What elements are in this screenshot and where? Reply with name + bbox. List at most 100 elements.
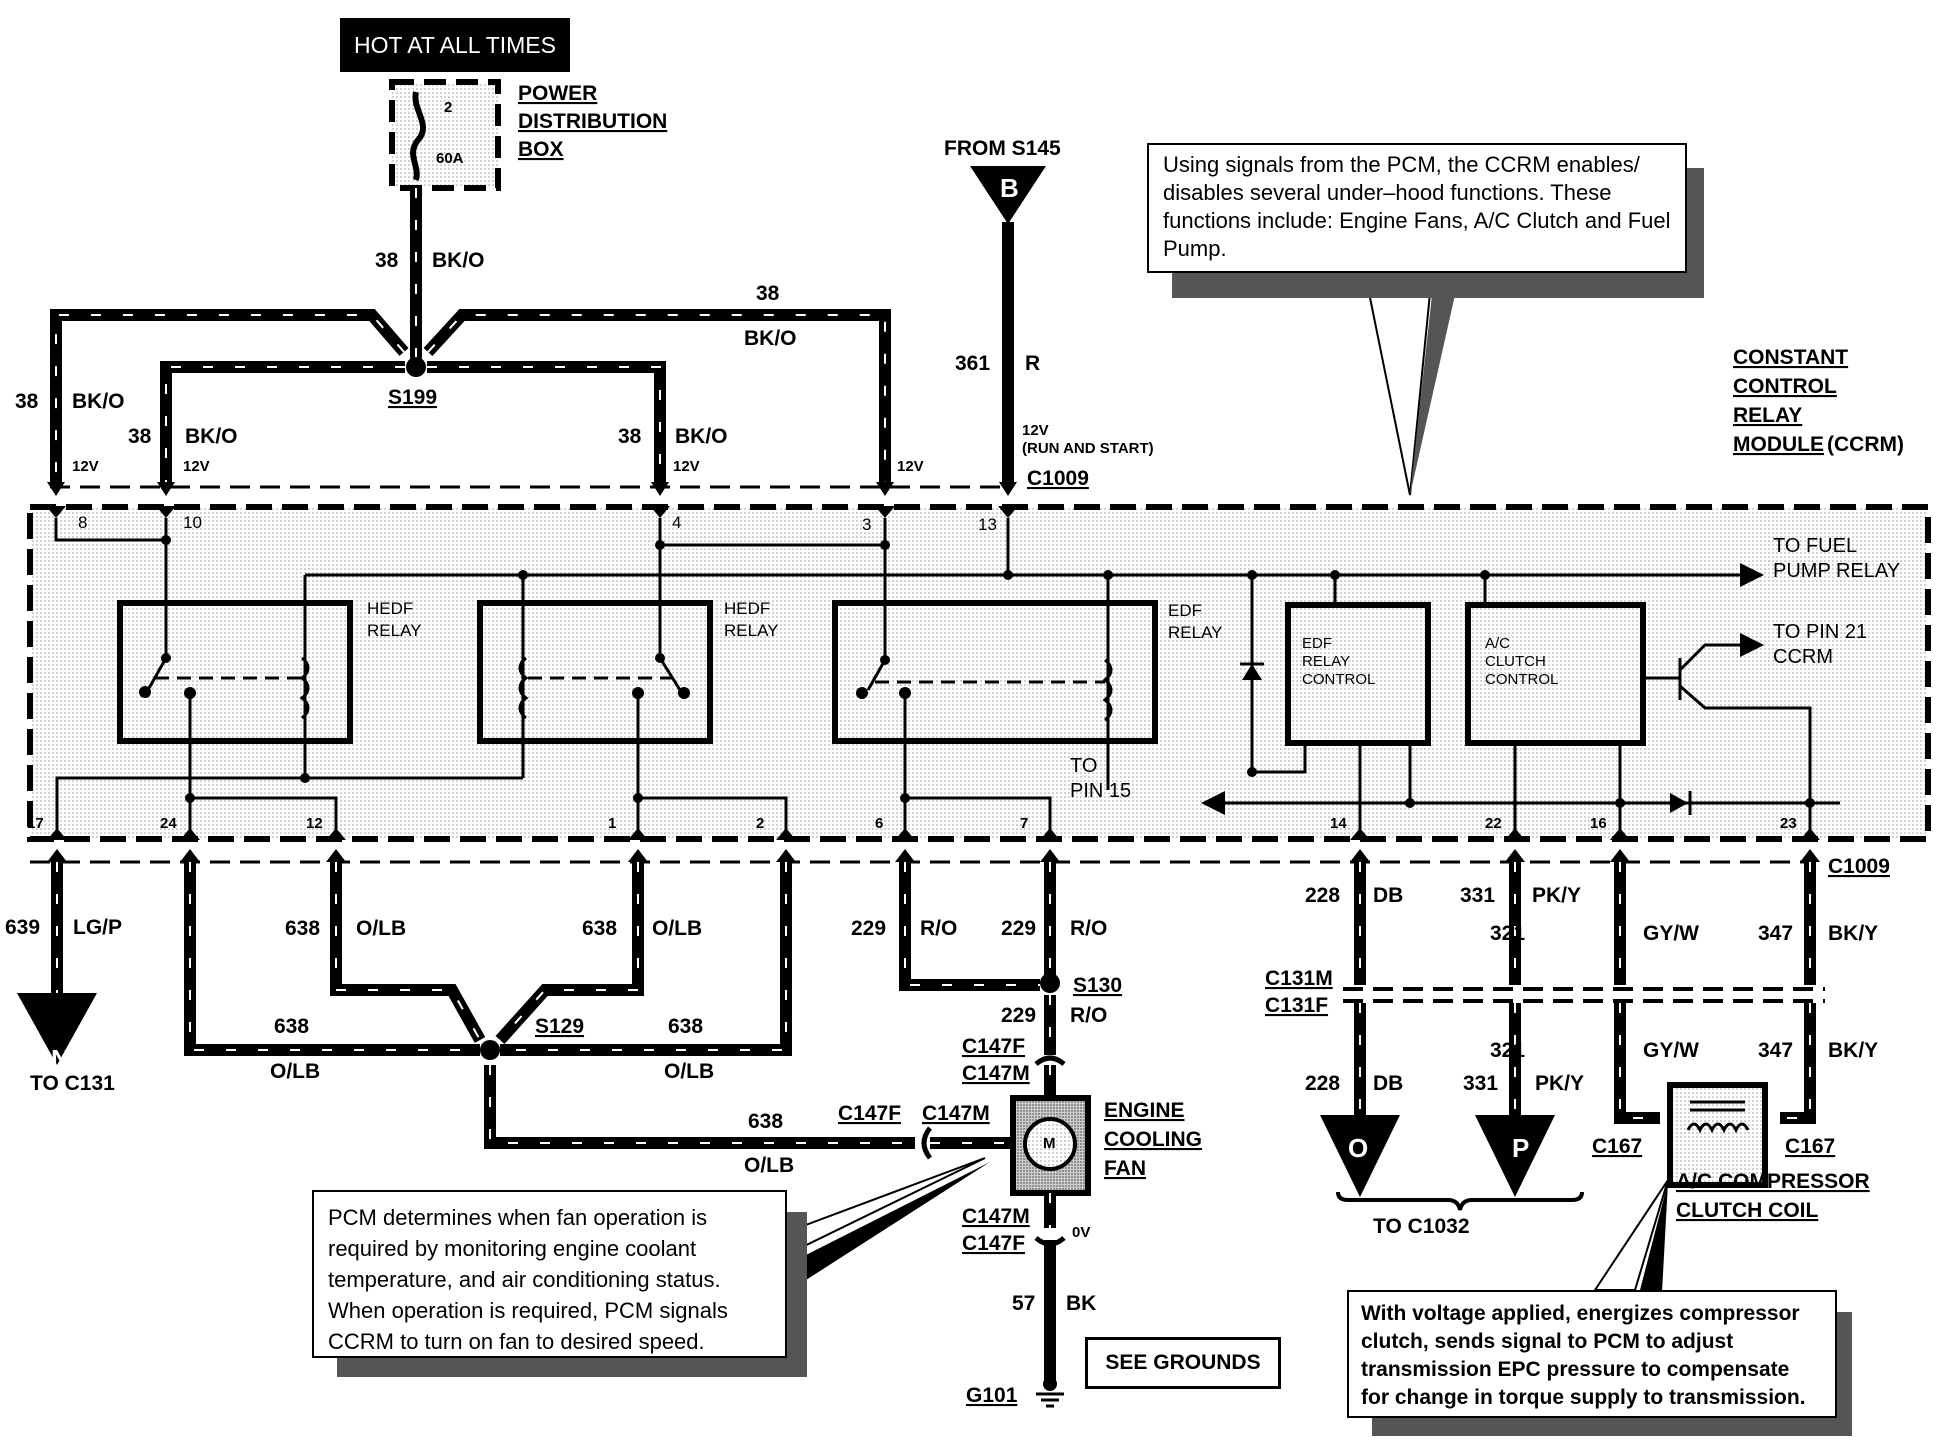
w639-circuit: 639 bbox=[5, 916, 40, 939]
edf-relay bbox=[832, 600, 1158, 744]
to-pin15-2: PIN 15 bbox=[1070, 780, 1131, 802]
w229-c-circuit: 229 bbox=[1001, 1004, 1036, 1027]
clutch-note-pointer-shadow bbox=[1640, 1182, 1668, 1292]
to-fuel-pump-1: TO FUEL bbox=[1773, 535, 1857, 557]
w228-a-circuit: 228 bbox=[1305, 884, 1340, 907]
pin-terminal bbox=[46, 506, 66, 518]
pw8-color: BK/O bbox=[72, 390, 125, 413]
top-right-color: BK/O bbox=[744, 327, 797, 350]
pw10-voltage: 12V bbox=[183, 458, 210, 475]
ccrm-abbrev: (CCRM) bbox=[1827, 433, 1904, 456]
w347-a-color: BK/Y bbox=[1828, 922, 1878, 945]
c147f-side: C147F bbox=[838, 1102, 901, 1125]
pin-terminal bbox=[1610, 828, 1630, 840]
c167-left: C167 bbox=[1592, 1135, 1642, 1158]
relay1-label-2: RELAY bbox=[367, 621, 422, 640]
harness-arrow bbox=[326, 849, 346, 862]
pin-terminal bbox=[628, 828, 648, 840]
motor-icon bbox=[1023, 1117, 1077, 1171]
w638-c-color: O/LB bbox=[270, 1060, 320, 1083]
wire-638-pin24 bbox=[184, 862, 480, 1056]
ccrm-note: Using signals from the PCM, the CCRM ena… bbox=[1147, 143, 1687, 273]
ac-control-label-2: CLUTCH bbox=[1485, 653, 1546, 670]
junction-dot bbox=[880, 655, 890, 665]
wire-638-pin12 bbox=[330, 862, 486, 1043]
pin-terminal bbox=[180, 828, 200, 840]
harness-arrow bbox=[895, 849, 915, 862]
wire-638-pin1 bbox=[495, 862, 644, 1045]
edf-relay-control bbox=[1285, 602, 1431, 746]
see-grounds-button[interactable]: SEE GROUNDS bbox=[1085, 1337, 1281, 1389]
fan-title-2: COOLING bbox=[1104, 1128, 1202, 1151]
compressor-title-2: CLUTCH COIL bbox=[1676, 1199, 1818, 1222]
pin-13: 13 bbox=[978, 515, 997, 534]
w638-b-circuit: 638 bbox=[582, 917, 617, 940]
c147-connector-icon bbox=[921, 1126, 933, 1160]
to-pin21-2: CCRM bbox=[1773, 646, 1833, 668]
fan-note: PCM determines when fan operation is req… bbox=[312, 1190, 787, 1358]
edf-control-label-2: RELAY bbox=[1302, 653, 1350, 670]
ccrm-title-2: CONTROL bbox=[1733, 375, 1837, 398]
harness-arrow bbox=[47, 849, 67, 862]
w638-e-circuit: 638 bbox=[748, 1110, 783, 1133]
relay2-label-2: RELAY bbox=[724, 621, 779, 640]
w229-a-circuit: 229 bbox=[851, 917, 886, 940]
splice-s129: S129 bbox=[535, 1015, 584, 1038]
wire-arrow-tip bbox=[651, 482, 669, 496]
ccrm-module-background bbox=[30, 507, 1928, 839]
ccrm-title-1: CONSTANT bbox=[1733, 346, 1848, 369]
w229-b-circuit: 229 bbox=[1001, 917, 1036, 940]
clutch-note: With voltage applied, energizes compress… bbox=[1347, 1290, 1837, 1418]
pin-terminal bbox=[326, 828, 346, 840]
ac-control-label-1: A/C bbox=[1485, 635, 1510, 652]
w321-b-color: GY/W bbox=[1643, 1039, 1699, 1062]
diode-icon bbox=[1242, 664, 1262, 680]
pw3-voltage: 12V bbox=[897, 458, 924, 475]
motor-symbol: M bbox=[1043, 1135, 1056, 1152]
w228-b-circuit: 228 bbox=[1305, 1072, 1340, 1095]
fan-title-1: ENGINE bbox=[1104, 1099, 1185, 1122]
c167-right: C167 bbox=[1785, 1135, 1835, 1158]
pw4-circuit: 38 bbox=[618, 425, 642, 448]
connector-n-triangle bbox=[17, 993, 97, 1065]
pin6-pin7-link bbox=[905, 796, 1052, 840]
edf-control-label-3: CONTROL bbox=[1302, 671, 1375, 688]
w638-e-color: O/LB bbox=[744, 1154, 794, 1177]
pin8-pin10-link bbox=[54, 518, 168, 542]
relay-coil-icon bbox=[1102, 658, 1113, 722]
junction-dot bbox=[1247, 767, 1257, 777]
wire-347-lower-stripe bbox=[1780, 1003, 1811, 1119]
pin-terminal bbox=[895, 828, 915, 840]
harness-arrow bbox=[1040, 849, 1060, 862]
to-pin21-arrow bbox=[1740, 633, 1764, 657]
wire-321-lower-stripe bbox=[1619, 1003, 1660, 1119]
c147f-upper: C147F bbox=[962, 1035, 1025, 1058]
w331-a-circuit: 331 bbox=[1460, 884, 1495, 907]
w229-b-color: R/O bbox=[1070, 917, 1107, 940]
junction-dot bbox=[678, 687, 690, 699]
w638-a-color: O/LB bbox=[356, 917, 406, 940]
fan-note-pointer bbox=[785, 1157, 986, 1254]
junction-dot bbox=[655, 653, 665, 663]
w638-c-circuit: 638 bbox=[274, 1015, 309, 1038]
pw10-color: BK/O bbox=[185, 425, 238, 448]
ac-clutch-control bbox=[1465, 602, 1646, 746]
c147m-side: C147M bbox=[922, 1102, 990, 1125]
wire-229-pin6-stripe bbox=[904, 862, 1040, 986]
pin-3: 3 bbox=[862, 515, 871, 534]
ground-g101: G101 bbox=[966, 1384, 1018, 1407]
pin-terminal bbox=[1040, 828, 1060, 840]
harness-arrow bbox=[180, 849, 200, 862]
bottom-pin-label: 17 bbox=[27, 815, 44, 832]
pw10-circuit: 38 bbox=[128, 425, 152, 448]
pw8-voltage: 12V bbox=[72, 458, 99, 475]
w638-b-color: O/LB bbox=[652, 917, 702, 940]
w228-a-color: DB bbox=[1373, 884, 1403, 907]
wire-38-pin3-stripe bbox=[427, 314, 886, 487]
connector-p-triangle bbox=[1475, 1115, 1555, 1197]
to-pin15-arrow bbox=[1201, 791, 1225, 815]
pw4-color: BK/O bbox=[675, 425, 728, 448]
w331-a-color: PK/Y bbox=[1532, 884, 1581, 907]
relay-coil-icon bbox=[299, 656, 310, 720]
